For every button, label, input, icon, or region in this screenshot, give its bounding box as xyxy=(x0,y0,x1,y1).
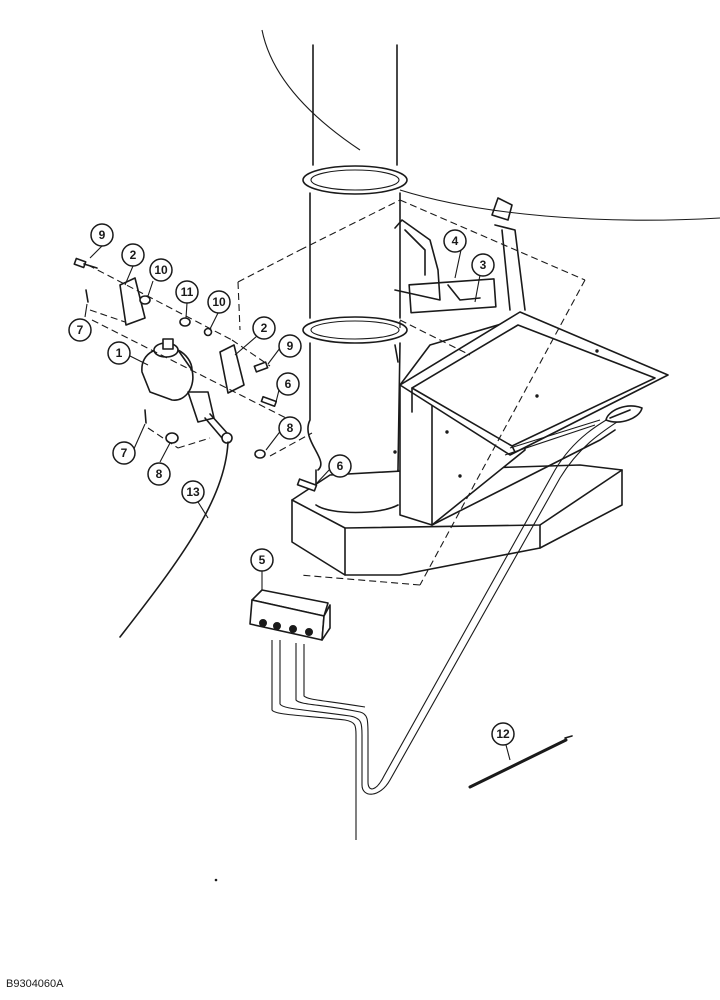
fastener-hardware xyxy=(73,257,318,492)
callout-9: 9 xyxy=(90,223,114,247)
callout-9: 9 xyxy=(278,334,302,358)
svg-text:12: 12 xyxy=(496,727,510,741)
svg-text:4: 4 xyxy=(452,234,459,248)
svg-text:8: 8 xyxy=(287,421,294,435)
hopper-chute xyxy=(393,311,669,526)
svg-text:7: 7 xyxy=(77,323,84,337)
actuator-motor xyxy=(141,338,233,444)
svg-text:6: 6 xyxy=(285,377,292,391)
base-plate xyxy=(291,464,623,576)
svg-text:9: 9 xyxy=(99,228,106,242)
callout-1: 1 xyxy=(107,341,131,365)
callout-13: 13 xyxy=(181,480,205,504)
control-cables xyxy=(271,405,643,840)
bracket-left xyxy=(119,277,146,326)
svg-text:2: 2 xyxy=(130,248,137,262)
svg-text:9: 9 xyxy=(287,339,294,353)
callout-6: 6 xyxy=(328,454,352,478)
callout-2: 2 xyxy=(252,316,276,340)
machine-outline-curve xyxy=(261,29,361,151)
callout-8: 8 xyxy=(278,416,302,440)
callout-10: 10 xyxy=(207,290,231,314)
callout-10: 10 xyxy=(149,258,173,282)
machine-outline-curve xyxy=(399,189,720,221)
callout-12: 12 xyxy=(491,722,515,746)
assembly-dash-lines xyxy=(87,199,586,586)
svg-text:11: 11 xyxy=(181,285,194,299)
callout-4: 4 xyxy=(443,229,467,253)
svg-text:13: 13 xyxy=(186,485,200,499)
callout-7: 7 xyxy=(112,441,136,465)
mounting-bracket xyxy=(394,197,526,363)
callout-2: 2 xyxy=(121,243,145,267)
vertical-tube xyxy=(302,44,408,514)
svg-text:2: 2 xyxy=(261,321,268,335)
svg-text:6: 6 xyxy=(337,459,344,473)
switch-box xyxy=(249,589,331,641)
svg-text:5: 5 xyxy=(259,553,266,567)
wire-harness xyxy=(119,441,229,638)
callout-5: 5 xyxy=(250,548,274,572)
svg-text:8: 8 xyxy=(156,467,163,481)
callout-3: 3 xyxy=(471,253,495,277)
svg-text:7: 7 xyxy=(121,446,128,460)
svg-text:10: 10 xyxy=(212,295,226,309)
cable-tie xyxy=(468,735,573,789)
bracket-right xyxy=(219,344,245,394)
callout-8: 8 xyxy=(147,462,171,486)
print-speck xyxy=(214,878,218,882)
figure-code: B9304060A xyxy=(6,978,64,990)
callout-11: 11 xyxy=(175,280,199,304)
svg-text:1: 1 xyxy=(116,346,123,360)
callout-6: 6 xyxy=(276,372,300,396)
callout-7: 7 xyxy=(68,318,92,342)
leader-lines xyxy=(84,245,511,761)
svg-text:10: 10 xyxy=(154,263,168,277)
svg-text:3: 3 xyxy=(480,258,487,272)
